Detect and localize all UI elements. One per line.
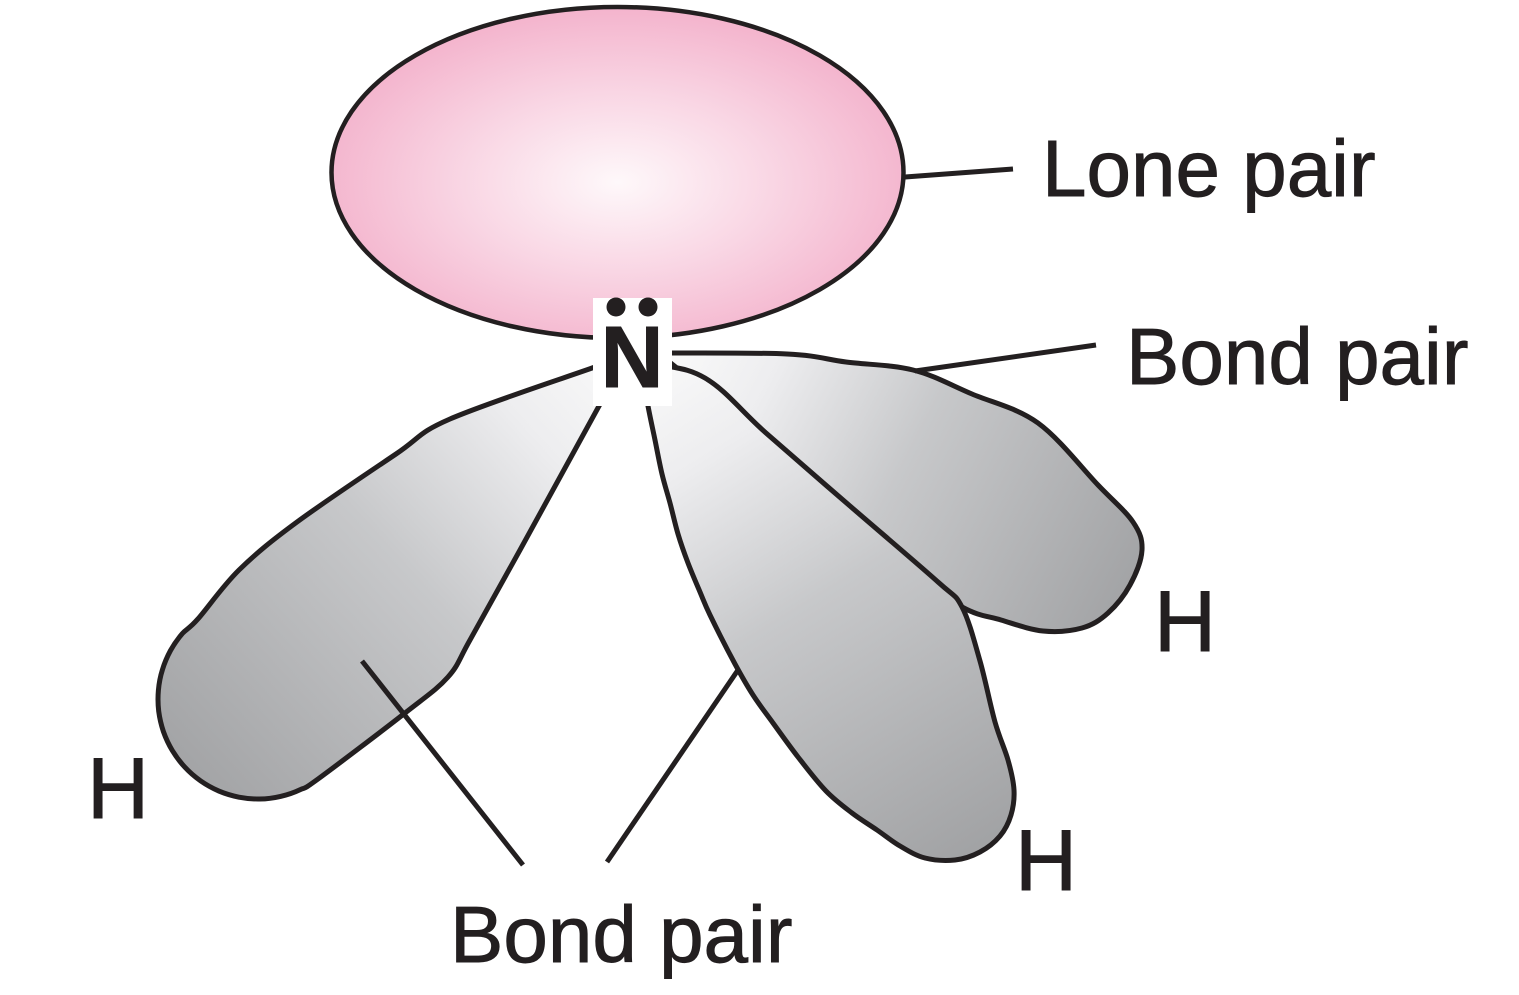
svg-text:Bond pair: Bond pair bbox=[1126, 312, 1468, 401]
svg-text:N: N bbox=[601, 309, 664, 406]
svg-text:H: H bbox=[1015, 813, 1077, 909]
svg-text:Lone pair: Lone pair bbox=[1042, 124, 1376, 213]
svg-text:H: H bbox=[1154, 574, 1216, 670]
svg-text:H: H bbox=[87, 741, 149, 837]
svg-text:Bond pair: Bond pair bbox=[450, 890, 792, 979]
